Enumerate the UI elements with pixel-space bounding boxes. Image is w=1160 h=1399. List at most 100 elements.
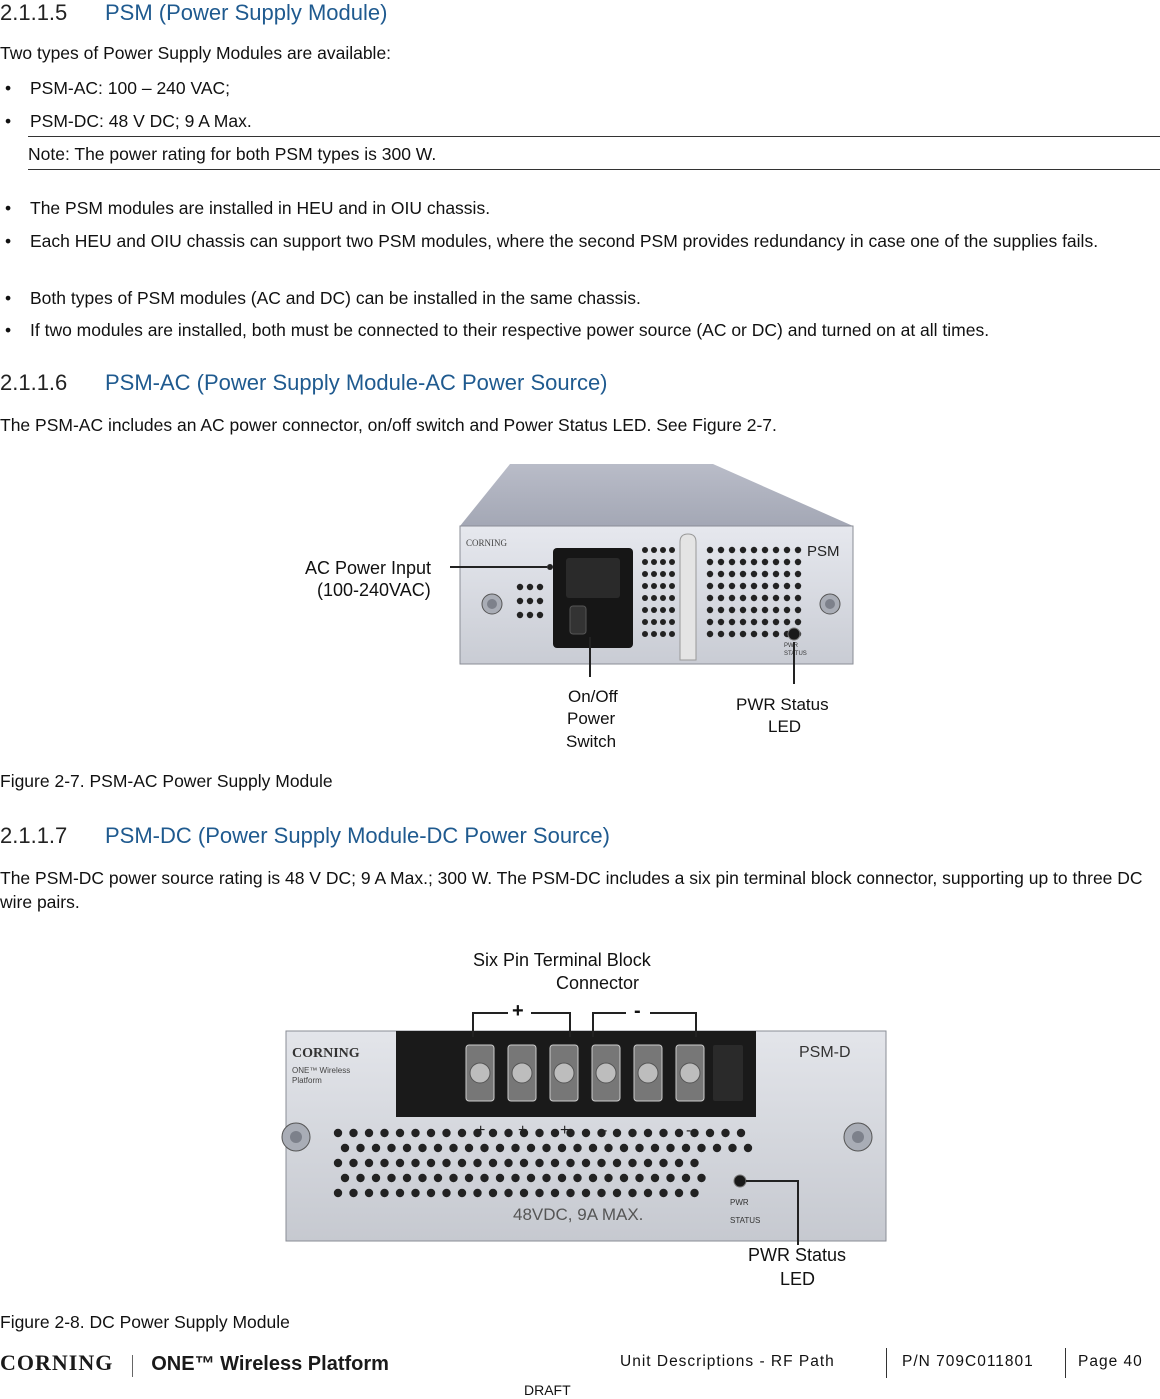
vent-hole — [794, 558, 802, 566]
footer-logo: CORNING ONE™ Wireless Platform — [0, 1350, 389, 1377]
vent-hole — [387, 1143, 396, 1153]
vent-hole — [519, 1128, 529, 1138]
vent-hole — [356, 1143, 365, 1153]
vent-hole — [380, 1158, 389, 1168]
callout-switch-line3: Switch — [566, 732, 616, 751]
vent-hole — [526, 1173, 536, 1183]
vent-hole — [651, 583, 657, 589]
vent-hole — [728, 558, 736, 566]
vent-hole — [536, 583, 544, 591]
vent-hole — [395, 1188, 405, 1198]
section-number: 2.1.1.7 — [0, 823, 68, 848]
vent-hole — [504, 1188, 513, 1198]
vent-hole — [750, 582, 758, 590]
vent-hole — [566, 1188, 575, 1198]
vent-hole — [651, 631, 657, 637]
vent-hole — [660, 607, 666, 613]
vent-hole — [690, 1188, 699, 1198]
minus-label: - — [634, 1000, 641, 1022]
vent-hole — [669, 559, 675, 565]
terminal-cover — [713, 1045, 743, 1101]
vent-hole — [728, 618, 736, 626]
vent-hole — [642, 583, 648, 589]
terminal-screw — [553, 1062, 575, 1084]
vent-hole — [581, 1158, 591, 1168]
vent-hole — [642, 595, 648, 601]
vent-hole — [651, 607, 657, 613]
vent-hole — [642, 619, 648, 625]
terminal-screw — [637, 1062, 659, 1084]
vent-hole — [364, 1128, 374, 1138]
vent-hole — [364, 1158, 374, 1168]
vent-hole — [794, 570, 802, 578]
vent-hole — [535, 1128, 544, 1138]
vent-hole — [581, 1128, 591, 1138]
thumbscrew-right-core — [852, 1131, 864, 1143]
vent-hole — [349, 1188, 358, 1198]
vent-hole — [442, 1158, 451, 1168]
vent-hole — [772, 594, 780, 602]
vent-hole — [504, 1128, 513, 1138]
vent-hole — [380, 1128, 389, 1138]
callout-terminal-line1: Six Pin Terminal Block — [473, 950, 652, 970]
vent-hole — [739, 594, 747, 602]
vent-hole — [519, 1158, 529, 1168]
vent-hole — [480, 1173, 489, 1183]
vent-hole — [660, 559, 666, 565]
vent-hole — [457, 1128, 467, 1138]
note-box: Note: The power rating for both PSM type… — [28, 136, 1160, 170]
plus-label: + — [512, 1000, 524, 1022]
vent-hole — [566, 1158, 575, 1168]
vent-hole — [681, 1173, 691, 1183]
vent-hole — [674, 1128, 684, 1138]
vent-hole — [418, 1143, 427, 1153]
footer-part-number: P/N 709C011801 — [902, 1353, 1034, 1370]
vent-hole — [783, 570, 791, 578]
corning-logo: CORNING — [0, 1350, 114, 1375]
vent-hole — [333, 1128, 343, 1138]
vent-hole — [717, 558, 725, 566]
psm-ac-text: The PSM-AC includes an AC power connecto… — [0, 415, 777, 435]
callout-led-line2: LED — [780, 1269, 815, 1289]
vent-hole — [669, 583, 675, 589]
vent-hole — [783, 546, 791, 554]
vent-hole — [783, 594, 791, 602]
vent-hole — [635, 1143, 644, 1153]
vent-hole — [380, 1188, 389, 1198]
pin-sign: - — [686, 1122, 691, 1139]
vent-hole — [488, 1158, 498, 1168]
vent-hole — [717, 582, 725, 590]
vent-hole — [488, 1128, 498, 1138]
vent-hole — [717, 570, 725, 578]
terminal-screw — [469, 1062, 491, 1084]
power-switch[interactable] — [569, 605, 587, 635]
vent-hole — [728, 546, 736, 554]
bracket-plus-right — [531, 1012, 571, 1037]
vent-hole — [464, 1143, 474, 1153]
bracket-minus-right — [650, 1012, 697, 1037]
vent-hole — [642, 547, 648, 553]
bracket-plus-left — [472, 1012, 508, 1037]
logo-divider — [131, 1354, 133, 1377]
pwr-label: PWR — [730, 1198, 749, 1207]
vent-hole — [706, 618, 714, 626]
status-label: STATUS — [784, 651, 807, 657]
vent-hole — [674, 1188, 684, 1198]
vent-hole — [557, 1143, 567, 1153]
vent-hole — [761, 582, 769, 590]
vent-hole — [761, 618, 769, 626]
vent-hole — [411, 1188, 420, 1198]
vent-hole — [418, 1173, 427, 1183]
section-title: PSM-DC (Power Supply Module-DC Power Sou… — [105, 823, 610, 848]
psm-ac-figure: CORNING PSM PWR STATUS AC Power Input (1… — [305, 464, 854, 751]
callout-led-line2: LED — [768, 717, 801, 736]
vent-hole — [542, 1143, 551, 1153]
callout-ac-voltage: (100-240VAC) — [317, 580, 431, 600]
footer-divider — [1065, 1348, 1066, 1378]
vent-hole — [597, 1128, 606, 1138]
callout-terminal-line2: Connector — [556, 973, 639, 993]
vent-hole — [597, 1158, 606, 1168]
vent-hole — [402, 1173, 412, 1183]
vent-hole — [356, 1173, 365, 1183]
vent-hole — [557, 1173, 567, 1183]
